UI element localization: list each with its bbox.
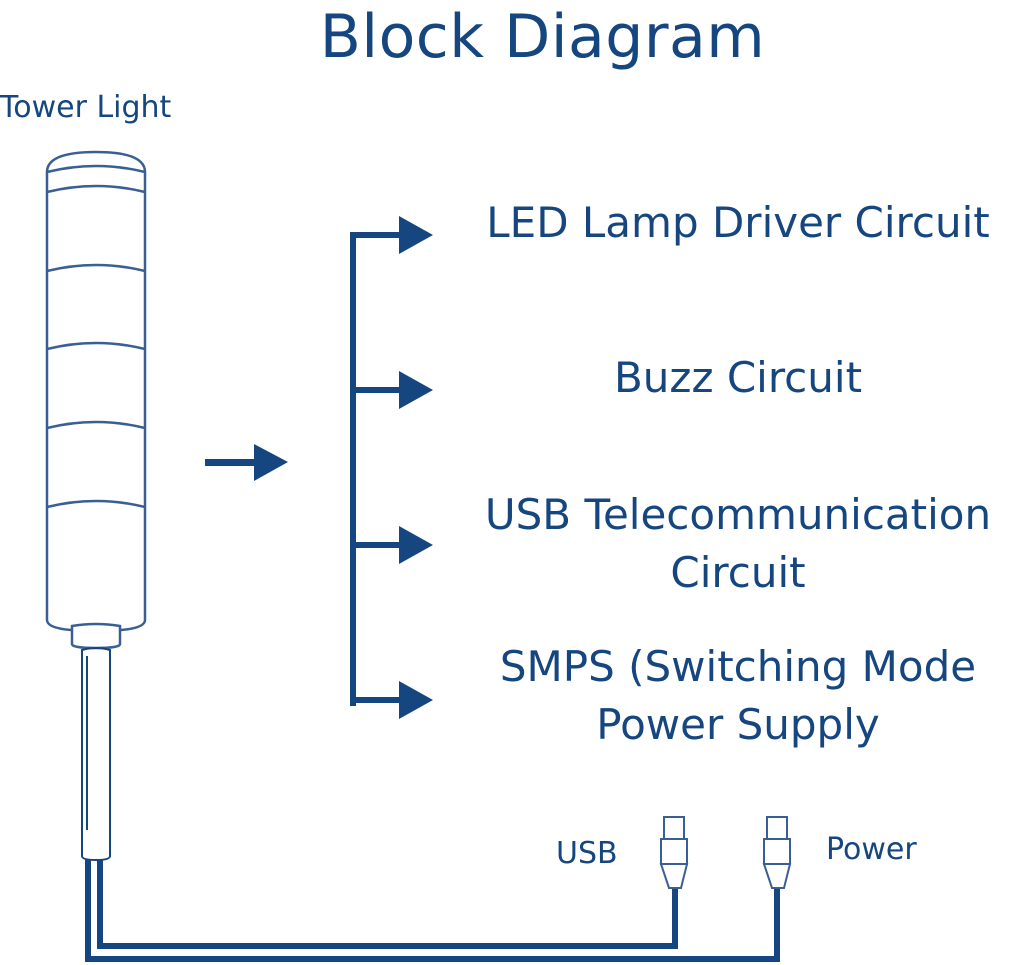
branch-bus xyxy=(350,216,433,719)
usb-plug-strain xyxy=(659,863,689,889)
branch-arrow-led-icon xyxy=(350,216,433,254)
tower-light-icon xyxy=(45,150,147,862)
block-buzz-circuit: Buzz Circuit xyxy=(613,353,863,402)
power-plug-strain xyxy=(762,863,792,889)
diagram-title: Block Diagram xyxy=(319,2,766,72)
tower-band-1 xyxy=(46,184,146,194)
block-usb-line-2: Circuit xyxy=(670,548,806,597)
branch-arrow-usb-icon xyxy=(350,526,433,564)
tower-collar xyxy=(70,622,122,650)
block-usb-line-1: USB Telecommunication xyxy=(484,490,992,539)
branch-arrow-smps-icon xyxy=(350,681,433,719)
block-smps: SMPS (Switching Mode Power Supply xyxy=(458,638,1018,754)
usb-plug-icon xyxy=(659,816,689,889)
main-arrow-icon xyxy=(205,444,288,481)
usb-cable xyxy=(97,860,678,949)
block-smps-line-2: Power Supply xyxy=(596,700,880,749)
block-led-lamp-driver: LED Lamp Driver Circuit xyxy=(486,198,990,247)
tower-light-label: Tower Light xyxy=(0,90,172,125)
usb-plug-tip xyxy=(663,816,685,840)
tower-pole xyxy=(81,647,111,862)
power-cable xyxy=(85,860,780,962)
power-plug-icon xyxy=(762,816,792,889)
tower-band-5 xyxy=(46,499,146,509)
branch-arrow-buzz-icon xyxy=(350,371,433,409)
tower-band-3 xyxy=(46,341,146,351)
block-usb-telecommunication: USB Telecommunication Circuit xyxy=(458,486,1018,602)
power-label: Power xyxy=(826,832,917,867)
power-plug-body xyxy=(763,838,791,865)
tower-cap xyxy=(45,150,147,173)
usb-label: USB xyxy=(556,836,618,871)
cables xyxy=(85,860,780,962)
tower-band-4 xyxy=(46,420,146,430)
tower-cap-band xyxy=(46,164,146,174)
power-plug-tip xyxy=(766,816,788,840)
bus-vertical xyxy=(350,232,356,706)
tower-base-rim xyxy=(45,619,147,632)
tower-band-2 xyxy=(46,263,146,273)
block-smps-line-1: SMPS (Switching Mode xyxy=(499,642,977,691)
usb-plug-body xyxy=(660,838,688,865)
